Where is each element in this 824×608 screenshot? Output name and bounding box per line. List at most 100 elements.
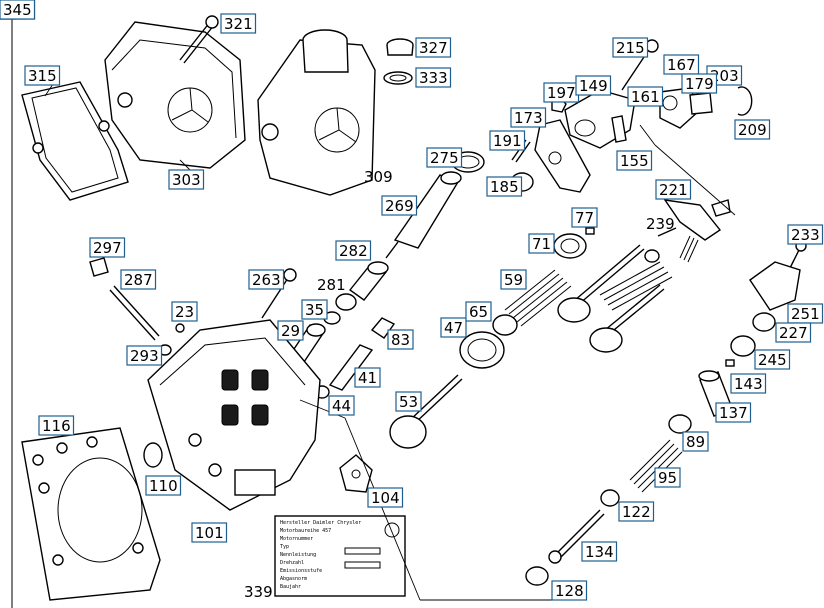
callout-box <box>38 415 75 436</box>
callout-text: 77 <box>575 209 594 227</box>
callout-text: 167 <box>667 56 696 74</box>
sleeve-282 <box>348 261 389 301</box>
callout-345: 345 <box>0 0 36 20</box>
callout-text: 104 <box>371 489 400 507</box>
callout-173: 173 <box>510 107 547 128</box>
callout-text: 282 <box>339 242 368 260</box>
callout-191: 191 <box>489 130 526 151</box>
callout-box <box>440 317 467 338</box>
callout-303: 303 <box>168 169 205 190</box>
callout-143: 143 <box>730 373 767 394</box>
bolt-143 <box>789 240 807 269</box>
screw-233 <box>711 199 731 217</box>
callout-263: 263 <box>248 269 285 290</box>
callout-116: 116 <box>38 415 75 436</box>
callout-box <box>486 176 523 197</box>
callout-65: 65 <box>465 301 492 322</box>
callout-333: 333 <box>415 67 452 88</box>
callout-text: 101 <box>195 524 224 542</box>
valve-seat-47 <box>459 331 505 369</box>
callout-box <box>734 119 771 140</box>
callout-text: 293 <box>130 347 159 365</box>
callout-box <box>618 501 655 522</box>
callout-box <box>581 541 618 562</box>
ring-95 <box>730 335 756 357</box>
seal-104 <box>525 566 549 586</box>
callout-23: 23 <box>171 301 198 322</box>
callout-text: 227 <box>779 324 808 342</box>
tube-41 <box>328 344 374 391</box>
callout-text: 203 <box>710 67 739 85</box>
callout-box <box>24 65 61 86</box>
callout-text: 143 <box>734 375 763 393</box>
plate-line-6: Drehzahl <box>280 560 304 566</box>
callout-293: 293 <box>126 345 163 366</box>
callout-44: 44 <box>328 395 355 416</box>
callout-box <box>655 179 692 200</box>
guide-83 <box>370 317 396 339</box>
push-rod-101 <box>548 509 605 564</box>
valve-long-upper <box>557 244 645 323</box>
callout-text: 83 <box>391 331 410 349</box>
callout-box <box>787 224 824 245</box>
callout-text: 263 <box>252 271 281 289</box>
callout-text: 191 <box>493 132 522 150</box>
callout-297: 297 <box>89 237 126 258</box>
callout-box <box>730 373 767 394</box>
callout-71: 71 <box>528 233 555 254</box>
callout-box <box>0 0 36 20</box>
callout-box <box>465 301 492 322</box>
callout-text: 128 <box>555 582 584 600</box>
callout-box <box>168 169 205 190</box>
callout-text: 315 <box>28 67 57 85</box>
spring-retainer-71 <box>553 233 587 259</box>
sleeve-17 <box>143 442 163 468</box>
callout-227: 227 <box>775 322 812 343</box>
callout-text: 321 <box>224 15 253 33</box>
callout-text: 44 <box>332 397 351 415</box>
washer-251 <box>644 249 660 263</box>
callout-box <box>120 269 157 290</box>
callout-text: 161 <box>631 88 660 106</box>
callout-text: 155 <box>620 152 649 170</box>
callout-text: 303 <box>172 171 201 189</box>
ring-128 <box>668 414 692 434</box>
callout-text: 245 <box>758 351 787 369</box>
injector-269 <box>385 171 462 259</box>
filler-cap-seal <box>383 71 413 85</box>
callout-text: 65 <box>469 303 488 321</box>
callout-47: 47 <box>440 317 467 338</box>
plate-line-5: Nennleistung <box>280 552 316 558</box>
callout-53: 53 <box>395 391 422 412</box>
valve-cover-right <box>257 29 376 196</box>
callout-29: 29 <box>277 320 304 341</box>
callout-122: 122 <box>618 501 655 522</box>
plain-label-339: 339 <box>244 583 273 601</box>
callout-text: 197 <box>547 84 576 102</box>
callout-59: 59 <box>500 269 527 290</box>
callout-text: 173 <box>514 109 543 127</box>
callout-text: 233 <box>791 226 820 244</box>
callout-text: 110 <box>149 477 178 495</box>
callout-box <box>616 150 653 171</box>
valve-cover-left <box>104 21 246 169</box>
callout-text: 134 <box>585 543 614 561</box>
callout-89: 89 <box>682 431 709 452</box>
callout-315: 315 <box>24 65 61 86</box>
callout-text: 297 <box>93 239 122 257</box>
valve-53 <box>389 374 463 449</box>
callout-149: 149 <box>575 75 612 96</box>
callout-77: 77 <box>571 207 598 228</box>
callout-83: 83 <box>387 329 414 350</box>
callout-197: 197 <box>543 82 580 103</box>
valve-long-lower <box>589 284 665 353</box>
pin-239 <box>657 227 677 237</box>
callout-251: 251 <box>787 303 824 324</box>
callout-text: 345 <box>3 1 32 19</box>
callout-text: 275 <box>430 149 459 167</box>
callout-287: 287 <box>120 269 157 290</box>
callout-box <box>627 86 664 107</box>
callout-box <box>415 67 452 88</box>
callout-321: 321 <box>220 13 257 34</box>
